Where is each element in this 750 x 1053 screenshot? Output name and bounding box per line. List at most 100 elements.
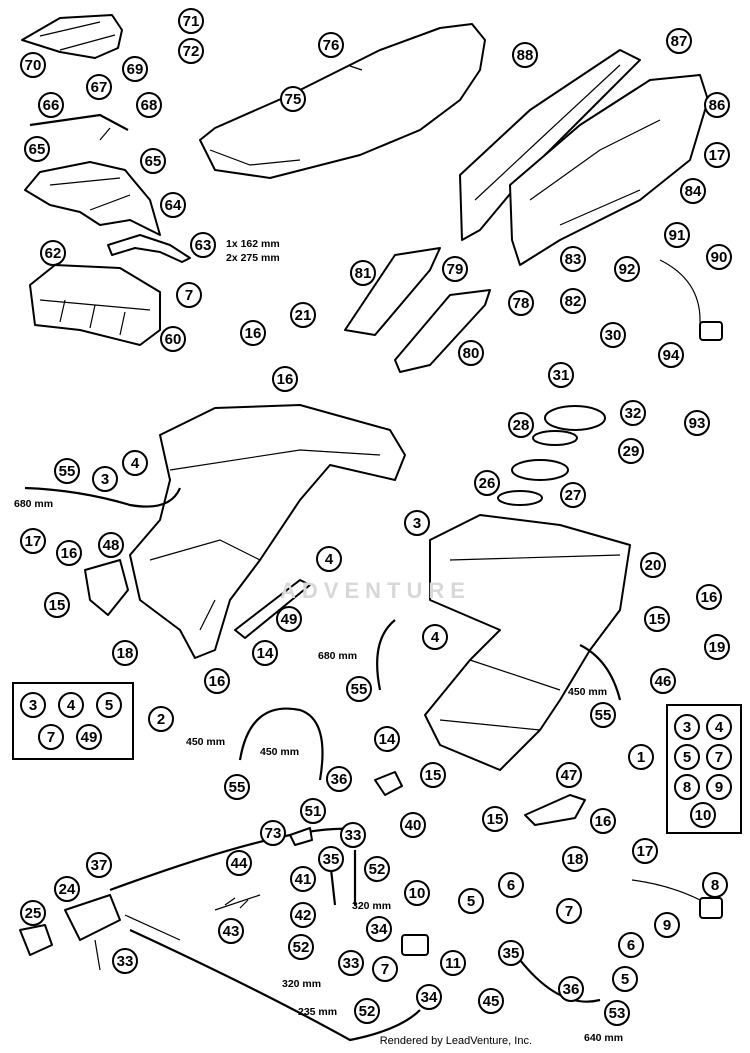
callout-18-b[interactable]: 18 xyxy=(562,846,588,872)
callout-2[interactable]: 2 xyxy=(148,706,174,732)
callout-73[interactable]: 73 xyxy=(260,820,286,846)
callout-68[interactable]: 68 xyxy=(136,92,162,118)
callout-37[interactable]: 37 xyxy=(86,852,112,878)
callout-8[interactable]: 8 xyxy=(702,872,728,898)
callout-87[interactable]: 87 xyxy=(666,28,692,54)
callout-26[interactable]: 26 xyxy=(474,470,500,496)
callout-31[interactable]: 31 xyxy=(548,362,574,388)
callout-63[interactable]: 63 xyxy=(190,232,216,258)
callout-16-c[interactable]: 16 xyxy=(56,540,82,566)
callout-55-d[interactable]: 55 xyxy=(224,774,250,800)
callout-17-b[interactable]: 17 xyxy=(20,528,46,554)
callout-4-c[interactable]: 4 xyxy=(422,624,448,650)
callout-7[interactable]: 7 xyxy=(176,282,202,308)
callout-70[interactable]: 70 xyxy=(20,52,46,78)
callout-47[interactable]: 47 xyxy=(556,762,582,788)
callout-17-c[interactable]: 17 xyxy=(632,838,658,864)
callout-6-b[interactable]: 6 xyxy=(618,932,644,958)
callout-67[interactable]: 67 xyxy=(86,74,112,100)
callout-16-a[interactable]: 16 xyxy=(240,320,266,346)
callout-35-a[interactable]: 35 xyxy=(318,846,344,872)
callout-36-b[interactable]: 36 xyxy=(558,976,584,1002)
callout-75[interactable]: 75 xyxy=(280,86,306,112)
callout-16-d[interactable]: 16 xyxy=(696,584,722,610)
callout-52-a[interactable]: 52 xyxy=(364,856,390,882)
callout-3-b[interactable]: 3 xyxy=(404,510,430,536)
callout-42[interactable]: 42 xyxy=(290,902,316,928)
callout-49[interactable]: 49 xyxy=(276,606,302,632)
callout-79[interactable]: 79 xyxy=(442,256,468,282)
callout-94[interactable]: 94 xyxy=(658,342,684,368)
callout-29[interactable]: 29 xyxy=(618,438,644,464)
kit-right-item[interactable]: 8 xyxy=(674,774,700,800)
callout-84[interactable]: 84 xyxy=(680,178,706,204)
kit-right-item[interactable]: 4 xyxy=(706,714,732,740)
callout-52-c[interactable]: 52 xyxy=(354,998,380,1024)
callout-34-a[interactable]: 34 xyxy=(366,916,392,942)
callout-82[interactable]: 82 xyxy=(560,288,586,314)
kit-left-item[interactable]: 7 xyxy=(38,724,64,750)
kit-left-item[interactable]: 4 xyxy=(58,692,84,718)
callout-65-right[interactable]: 65 xyxy=(140,148,166,174)
callout-53[interactable]: 53 xyxy=(604,1000,630,1026)
callout-33-c[interactable]: 33 xyxy=(338,950,364,976)
callout-15-d[interactable]: 15 xyxy=(482,806,508,832)
callout-34-b[interactable]: 34 xyxy=(416,984,442,1010)
callout-9[interactable]: 9 xyxy=(654,912,680,938)
callout-44[interactable]: 44 xyxy=(226,850,252,876)
callout-18-a[interactable]: 18 xyxy=(112,640,138,666)
callout-55-c[interactable]: 55 xyxy=(590,702,616,728)
callout-11[interactable]: 11 xyxy=(440,950,466,976)
callout-16-f[interactable]: 16 xyxy=(590,808,616,834)
kit-left-item[interactable]: 49 xyxy=(76,724,102,750)
callout-92[interactable]: 92 xyxy=(614,256,640,282)
callout-20[interactable]: 20 xyxy=(640,552,666,578)
callout-16-b[interactable]: 16 xyxy=(272,366,298,392)
callout-41[interactable]: 41 xyxy=(290,866,316,892)
callout-51[interactable]: 51 xyxy=(300,798,326,824)
callout-60[interactable]: 60 xyxy=(160,326,186,352)
callout-25[interactable]: 25 xyxy=(20,900,46,926)
callout-24[interactable]: 24 xyxy=(54,876,80,902)
kit-right-item[interactable]: 10 xyxy=(690,802,716,828)
callout-15-c[interactable]: 15 xyxy=(420,762,446,788)
callout-14-b[interactable]: 14 xyxy=(374,726,400,752)
callout-65-left[interactable]: 65 xyxy=(24,136,50,162)
callout-15-a[interactable]: 15 xyxy=(44,592,70,618)
callout-76[interactable]: 76 xyxy=(318,32,344,58)
kit-left-item[interactable]: 5 xyxy=(96,692,122,718)
callout-28[interactable]: 28 xyxy=(508,412,534,438)
callout-35-b[interactable]: 35 xyxy=(498,940,524,966)
callout-43[interactable]: 43 xyxy=(218,918,244,944)
kit-right-item[interactable]: 7 xyxy=(706,744,732,770)
callout-19[interactable]: 19 xyxy=(704,634,730,660)
callout-4-b[interactable]: 4 xyxy=(316,546,342,572)
callout-78[interactable]: 78 xyxy=(508,290,534,316)
callout-33-a[interactable]: 33 xyxy=(340,822,366,848)
callout-32[interactable]: 32 xyxy=(620,400,646,426)
callout-30[interactable]: 30 xyxy=(600,322,626,348)
callout-83[interactable]: 83 xyxy=(560,246,586,272)
callout-62[interactable]: 62 xyxy=(40,240,66,266)
callout-55-a[interactable]: 55 xyxy=(54,458,80,484)
callout-4-a[interactable]: 4 xyxy=(122,450,148,476)
callout-90[interactable]: 90 xyxy=(706,244,732,270)
kit-right-item[interactable]: 3 xyxy=(674,714,700,740)
callout-17[interactable]: 17 xyxy=(704,142,730,168)
callout-52-b[interactable]: 52 xyxy=(288,934,314,960)
callout-27[interactable]: 27 xyxy=(560,482,586,508)
callout-7-c[interactable]: 7 xyxy=(372,956,398,982)
callout-5-a[interactable]: 5 xyxy=(458,888,484,914)
callout-66[interactable]: 66 xyxy=(38,92,64,118)
callout-16-e[interactable]: 16 xyxy=(204,668,230,694)
callout-81[interactable]: 81 xyxy=(350,260,376,286)
callout-3-a[interactable]: 3 xyxy=(92,466,118,492)
callout-80[interactable]: 80 xyxy=(458,340,484,366)
callout-21[interactable]: 21 xyxy=(290,302,316,328)
callout-71[interactable]: 71 xyxy=(178,8,204,34)
callout-91[interactable]: 91 xyxy=(664,222,690,248)
callout-5-b[interactable]: 5 xyxy=(612,966,638,992)
callout-15-b[interactable]: 15 xyxy=(644,606,670,632)
callout-45[interactable]: 45 xyxy=(478,988,504,1014)
callout-10-a[interactable]: 10 xyxy=(404,880,430,906)
